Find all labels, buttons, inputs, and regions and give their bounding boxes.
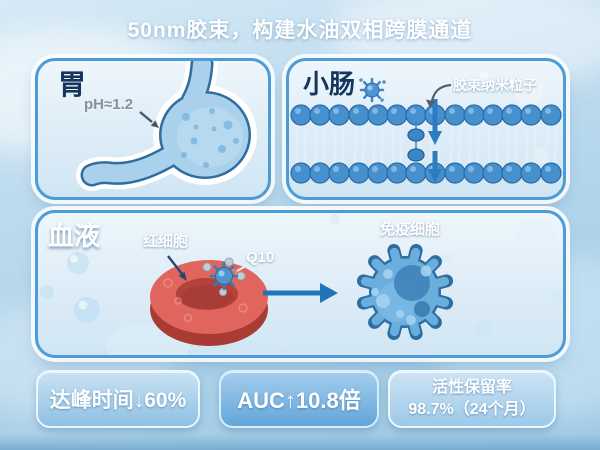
q10-particle-icon	[202, 257, 252, 296]
rbc-annotation: 红细胞	[143, 233, 189, 250]
stat-peak-time-text: 达峰时间↓60%	[49, 389, 187, 412]
micelle-nanoparticle-icon	[359, 77, 386, 103]
rbc-annotation-arrow	[167, 255, 187, 281]
panel-bubbles	[40, 214, 563, 355]
blood-label: 血液	[48, 221, 101, 251]
stat-retention-line2: 98.7%（24个月）	[408, 401, 536, 418]
bottom-band-decoration	[0, 434, 600, 450]
blood-illustration	[40, 214, 563, 355]
ph-annotation-arrow	[139, 111, 159, 128]
stomach-illustration	[76, 61, 257, 191]
panel-bubbles	[479, 72, 549, 164]
annotation-arrow	[426, 83, 452, 108]
immune-annotation: 免疫细胞	[380, 221, 441, 238]
intestine-label: 小肠	[303, 69, 356, 99]
micelle-annotation: 胶束纳米粒子	[453, 77, 537, 93]
lipid-bilayer-illustration	[289, 103, 563, 185]
ph-annotation: pH≈1.2	[84, 96, 134, 113]
blood-panel: 血液 红细胞 Q10 免疫细胞	[35, 210, 566, 358]
stomach-label: 胃	[58, 69, 87, 100]
stomach-bubbles	[181, 108, 239, 168]
red-blood-cell-icon	[150, 260, 268, 346]
intestine-panel: 小肠 胶束纳米粒子	[286, 58, 566, 200]
stomach-panel: 胃 pH≈1.2	[35, 58, 271, 200]
stat-activity-retention: 活性保留率 98.7%（24个月）	[388, 364, 566, 428]
micelle-chain	[407, 121, 425, 162]
stat-retention-line1: 活性保留率	[431, 379, 512, 397]
lipid-bilayer-icon	[289, 72, 563, 185]
immune-cell-icon	[356, 243, 454, 341]
down-arrow-icon	[428, 99, 442, 183]
stat-peak-time: 达峰时间↓60%	[36, 370, 200, 428]
q10-annotation: Q10	[246, 249, 275, 266]
stomach-icon	[76, 61, 257, 191]
stat-auc: AUC↑10.8倍	[219, 370, 379, 428]
page-title: 50nm胶束，构建水油双相跨膜通道	[127, 19, 473, 42]
right-arrow-icon	[263, 283, 338, 303]
stat-auc-text: AUC↑10.8倍	[237, 388, 361, 413]
